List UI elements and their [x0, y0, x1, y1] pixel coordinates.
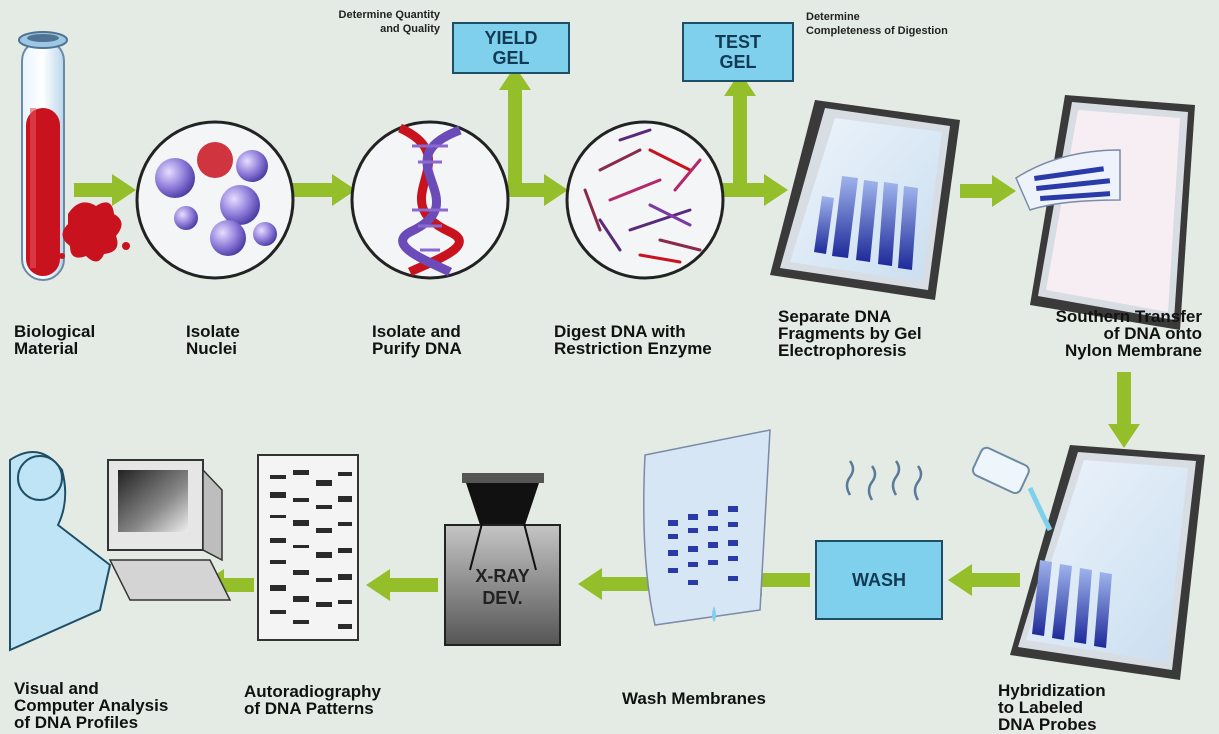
- step-isolate-nuclei: Isolate Nuclei: [186, 322, 240, 358]
- xray-label: X-RAY DEV.: [475, 566, 530, 608]
- arrow-tube-to-nuclei: [74, 174, 136, 206]
- step-separate-fragments: Separate DNA Fragments by Gel Electropho…: [778, 307, 922, 360]
- gel-tray-icon: [770, 100, 960, 300]
- step-wash-membranes: Wash Membranes: [622, 689, 766, 708]
- steam-icon: [845, 460, 923, 501]
- step-autoradiography: Autoradiography of DNA Patterns: [244, 682, 381, 718]
- blood-splatter-icon: [59, 202, 130, 262]
- probe-beaker-icon: [971, 446, 1053, 532]
- dna-helix-icon: [350, 120, 510, 280]
- test-gel-box: TEST GEL: [682, 22, 794, 82]
- computer-analyst-icon: [9, 451, 232, 652]
- arrow-digest-to-gel: [722, 72, 788, 206]
- wash-box: WASH: [815, 540, 943, 620]
- step-computer-analysis: Visual and Computer Analysis of DNA Prof…: [14, 679, 169, 732]
- autoradiograph-film-icon: [257, 454, 359, 641]
- test-tube-icon: [18, 31, 68, 281]
- note-quantity-quality: Determine Quantity and Quality: [338, 9, 440, 35]
- step-southern-transfer: Southern Transfer of DNA onto Nylon Memb…: [1055, 307, 1202, 360]
- transfer-tray-icon: [1015, 95, 1195, 330]
- hybridization-tray-icon: [1010, 445, 1205, 680]
- step-biological-material: Biological Material: [14, 322, 96, 358]
- arrow-dna-to-digest: [499, 66, 568, 206]
- xray-developer-icon: [444, 473, 561, 646]
- arrow-hyb-to-wash: [948, 564, 1020, 596]
- arrow-nuclei-to-dna: [292, 174, 356, 206]
- step-digest-dna: Digest DNA with Restriction Enzyme: [554, 322, 712, 358]
- yield-gel-box: YIELD GEL: [452, 22, 570, 74]
- membrane-sheet-icon: [643, 429, 771, 626]
- step-hybridization: Hybridization to Labeled DNA Probes: [998, 681, 1106, 734]
- arrow-xray-to-autorad: [366, 569, 438, 601]
- arrow-transfer-down: [1108, 372, 1140, 448]
- nuclei-icon: [135, 120, 295, 280]
- note-completeness: Determine Completeness of Digestion: [806, 11, 948, 37]
- step-isolate-purify-dna: Isolate and Purify DNA: [372, 322, 462, 358]
- restriction-fragments-icon: [565, 120, 725, 280]
- arrow-membranes-to-xray: [578, 568, 650, 600]
- arrow-gel-to-transfer: [960, 175, 1016, 207]
